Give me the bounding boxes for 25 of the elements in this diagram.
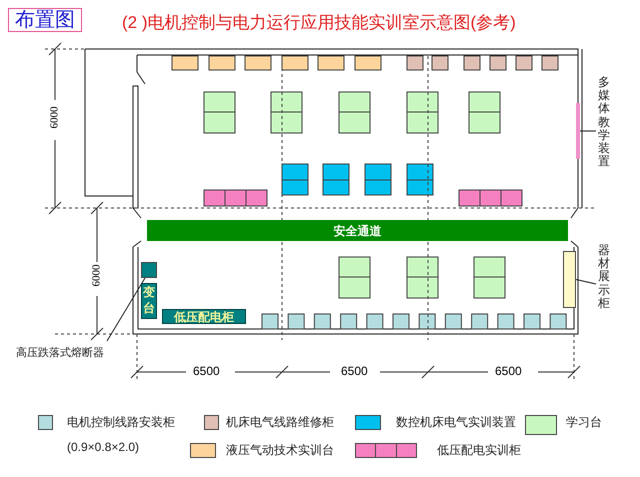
legend-label: 液压气动技术实训台	[226, 442, 334, 459]
legend-label: 低压配电实训柜	[437, 442, 521, 459]
cabinet-box	[141, 262, 157, 278]
legend-label: 机床电气线路维修柜	[226, 414, 334, 431]
callout-label: 高压跌落式熔断器	[16, 345, 128, 361]
board-bar	[576, 103, 580, 159]
cabinet-box: 变台	[141, 283, 157, 319]
dimension-value: 6000	[92, 264, 102, 286]
cabinet-box	[563, 251, 576, 308]
dimension-value: 6500	[493, 365, 524, 377]
dimension-value: 6000	[50, 106, 60, 128]
legend-label: 电机控制线路安装柜 (0.9×0.8×2.0)	[67, 414, 176, 456]
badge-label: 布置图	[8, 8, 82, 32]
cabinet-box: 低压配电柜	[162, 309, 246, 324]
vertical-label: 多媒体教学装置	[598, 76, 618, 186]
legend-label: 数控机床电气实训装置	[396, 414, 516, 431]
leader-line	[576, 279, 596, 284]
dimension-value: 6500	[191, 365, 222, 377]
vertical-label: 器材展示柜	[598, 244, 618, 324]
passage-bar: 安全通道	[147, 220, 568, 241]
leader-line	[580, 130, 596, 132]
title: (2 )电机控制与电力运行应用技能实训室示意图(参考)	[122, 12, 516, 34]
dimension-value: 6500	[339, 365, 370, 377]
legend-label: 学习台	[566, 414, 602, 431]
leader-line	[106, 278, 146, 342]
